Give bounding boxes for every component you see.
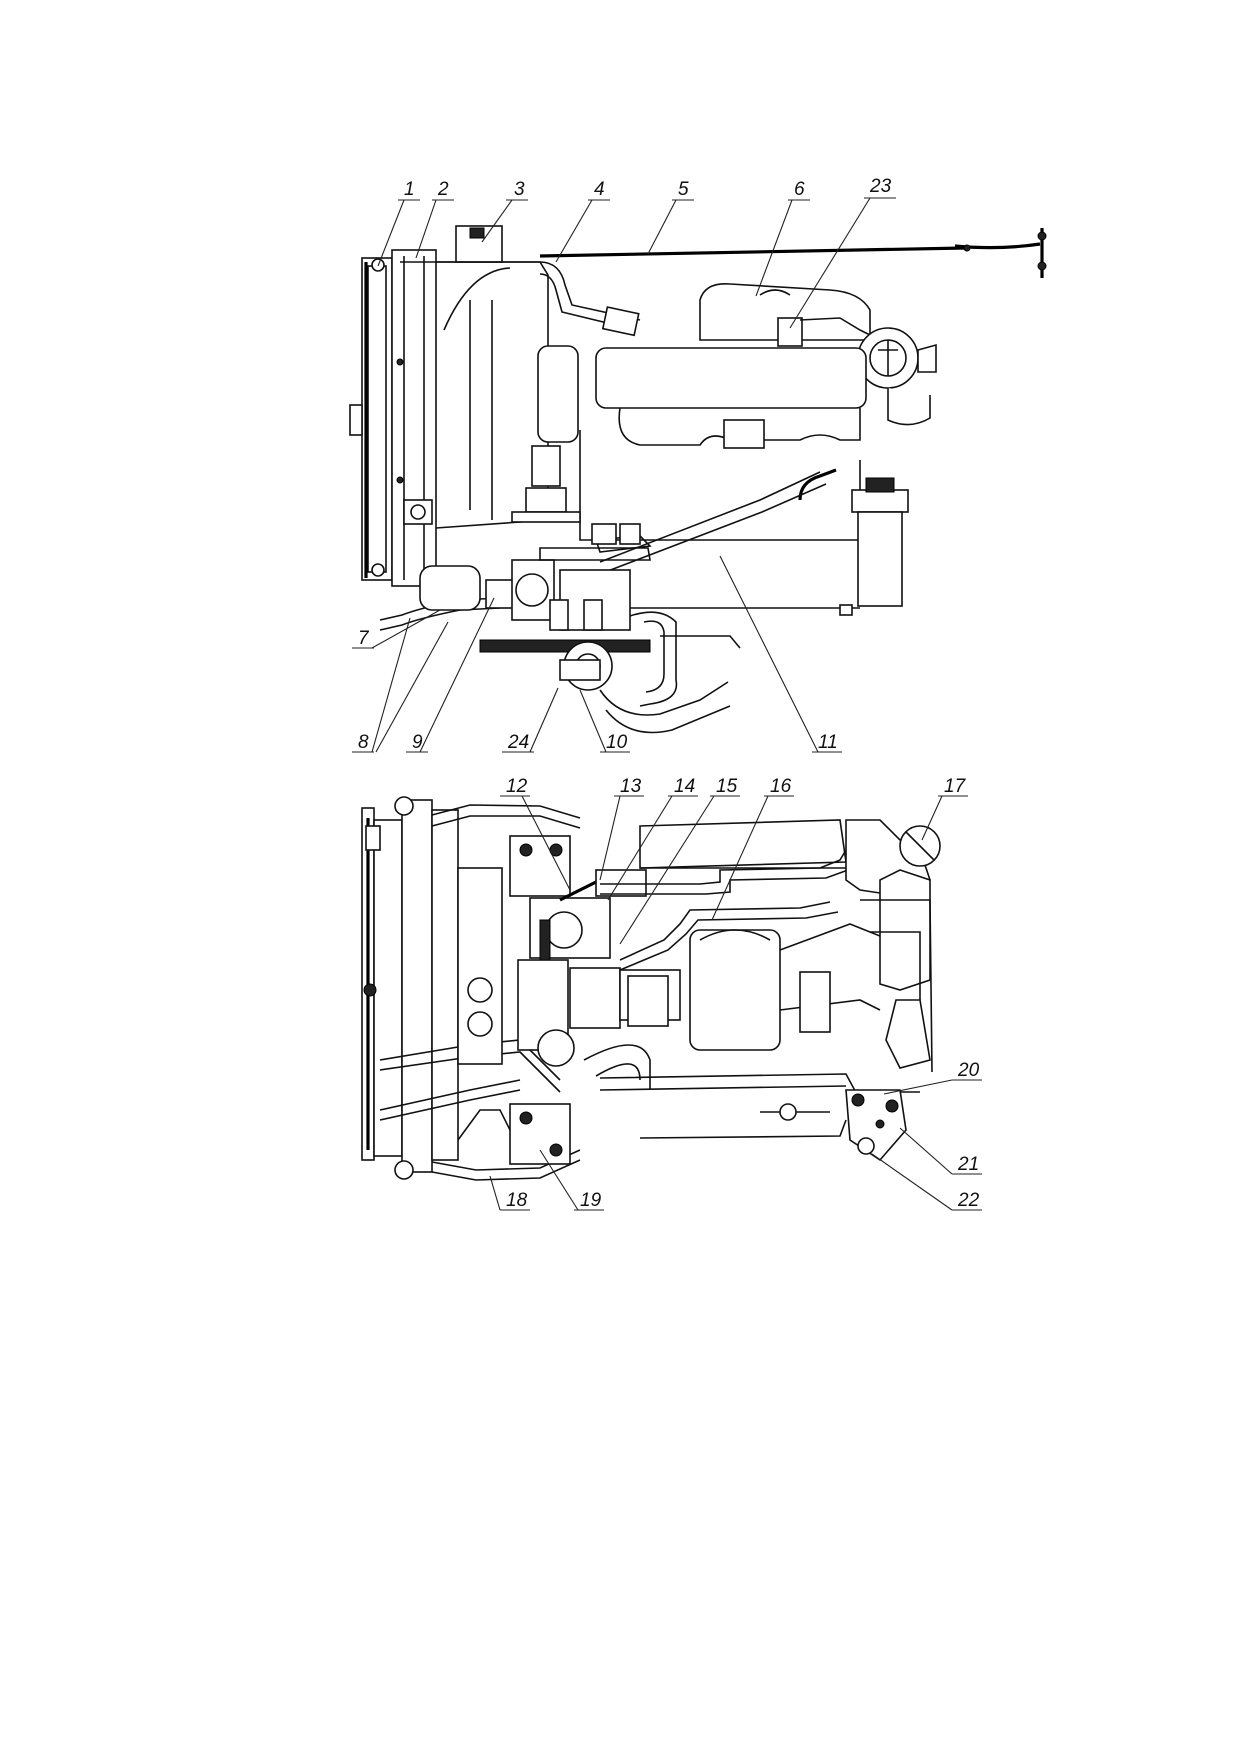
callout-24: 24 bbox=[502, 687, 559, 753]
rear-mount bbox=[845, 1089, 907, 1162]
radiator-plan bbox=[361, 796, 459, 1180]
callout-23: 23 bbox=[789, 176, 896, 329]
turbo-plan bbox=[845, 819, 941, 1093]
coolant-pipe-upper bbox=[539, 261, 641, 337]
breather-hose bbox=[599, 468, 837, 575]
callout-1: 1 bbox=[377, 179, 420, 267]
expansion-tank bbox=[400, 225, 540, 263]
callout-label-18: 18 bbox=[506, 1190, 528, 1211]
callout-label-19: 19 bbox=[580, 1190, 602, 1211]
fan-housing-plan bbox=[457, 867, 521, 1151]
exhaust-manifold bbox=[699, 283, 881, 347]
plan-view bbox=[361, 796, 941, 1181]
radiator bbox=[349, 249, 437, 587]
callout-label-17: 17 bbox=[944, 776, 967, 797]
front-mount-brackets bbox=[509, 835, 571, 1165]
callout-3: 3 bbox=[481, 179, 528, 243]
callout-label-1: 1 bbox=[404, 179, 415, 200]
callout-label-22: 22 bbox=[957, 1190, 980, 1211]
turbocharger bbox=[857, 327, 937, 426]
callout-14: 14 bbox=[607, 776, 698, 901]
callout-label-16: 16 bbox=[770, 776, 792, 797]
pump-assembly bbox=[379, 523, 652, 691]
callout-label-11: 11 bbox=[818, 732, 838, 753]
callout-label-20: 20 bbox=[957, 1060, 980, 1081]
callout-label-14: 14 bbox=[674, 776, 695, 797]
callout-label-7: 7 bbox=[358, 628, 370, 649]
callout-12: 12 bbox=[500, 776, 571, 891]
callout-label-21: 21 bbox=[957, 1154, 979, 1175]
callout-10: 10 bbox=[579, 689, 630, 753]
callout-label-15: 15 bbox=[716, 776, 738, 797]
callout-label-23: 23 bbox=[869, 176, 892, 197]
callout-label-8: 8 bbox=[358, 732, 369, 753]
callout-group: 1 2 3 4 5 6 23 bbox=[352, 176, 982, 1211]
callout-17: 17 bbox=[921, 776, 968, 841]
callout-11: 11 bbox=[719, 555, 842, 753]
callout-label-2: 2 bbox=[437, 179, 449, 200]
callout-18: 18 bbox=[489, 1175, 530, 1211]
oil-filter bbox=[511, 345, 581, 523]
callout-16: 16 bbox=[711, 776, 794, 921]
callout-label-13: 13 bbox=[620, 776, 642, 797]
callout-label-6: 6 bbox=[794, 179, 805, 200]
callout-9: 9 bbox=[406, 597, 495, 753]
callout-15: 15 bbox=[619, 776, 740, 945]
callout-label-4: 4 bbox=[594, 179, 605, 200]
callout-label-12: 12 bbox=[506, 776, 528, 797]
callout-label-5: 5 bbox=[678, 179, 689, 200]
callout-22: 22 bbox=[871, 1153, 982, 1211]
callout-6: 6 bbox=[755, 179, 810, 297]
plan-pipes bbox=[583, 849, 849, 1121]
control-rod bbox=[539, 228, 1047, 278]
callout-20: 20 bbox=[883, 1060, 982, 1095]
callout-5: 5 bbox=[647, 179, 694, 255]
pump-plan bbox=[517, 869, 681, 1067]
callout-label-24: 24 bbox=[507, 732, 529, 753]
engine-block-plan bbox=[599, 819, 901, 1139]
callout-label-3: 3 bbox=[514, 179, 525, 200]
callout-4: 4 bbox=[555, 179, 610, 263]
callout-label-9: 9 bbox=[412, 732, 423, 753]
callout-19: 19 bbox=[539, 1149, 604, 1211]
callout-7: 7 bbox=[352, 609, 441, 649]
callout-21: 21 bbox=[899, 1127, 982, 1175]
callout-2: 2 bbox=[415, 179, 454, 259]
callout-13: 13 bbox=[599, 776, 644, 881]
side-view bbox=[349, 225, 1047, 734]
callout-8: 8 bbox=[352, 617, 449, 753]
exhaust-pipe-lower bbox=[599, 611, 741, 734]
callout-label-10: 10 bbox=[606, 732, 628, 753]
fuel-filter bbox=[851, 477, 909, 607]
